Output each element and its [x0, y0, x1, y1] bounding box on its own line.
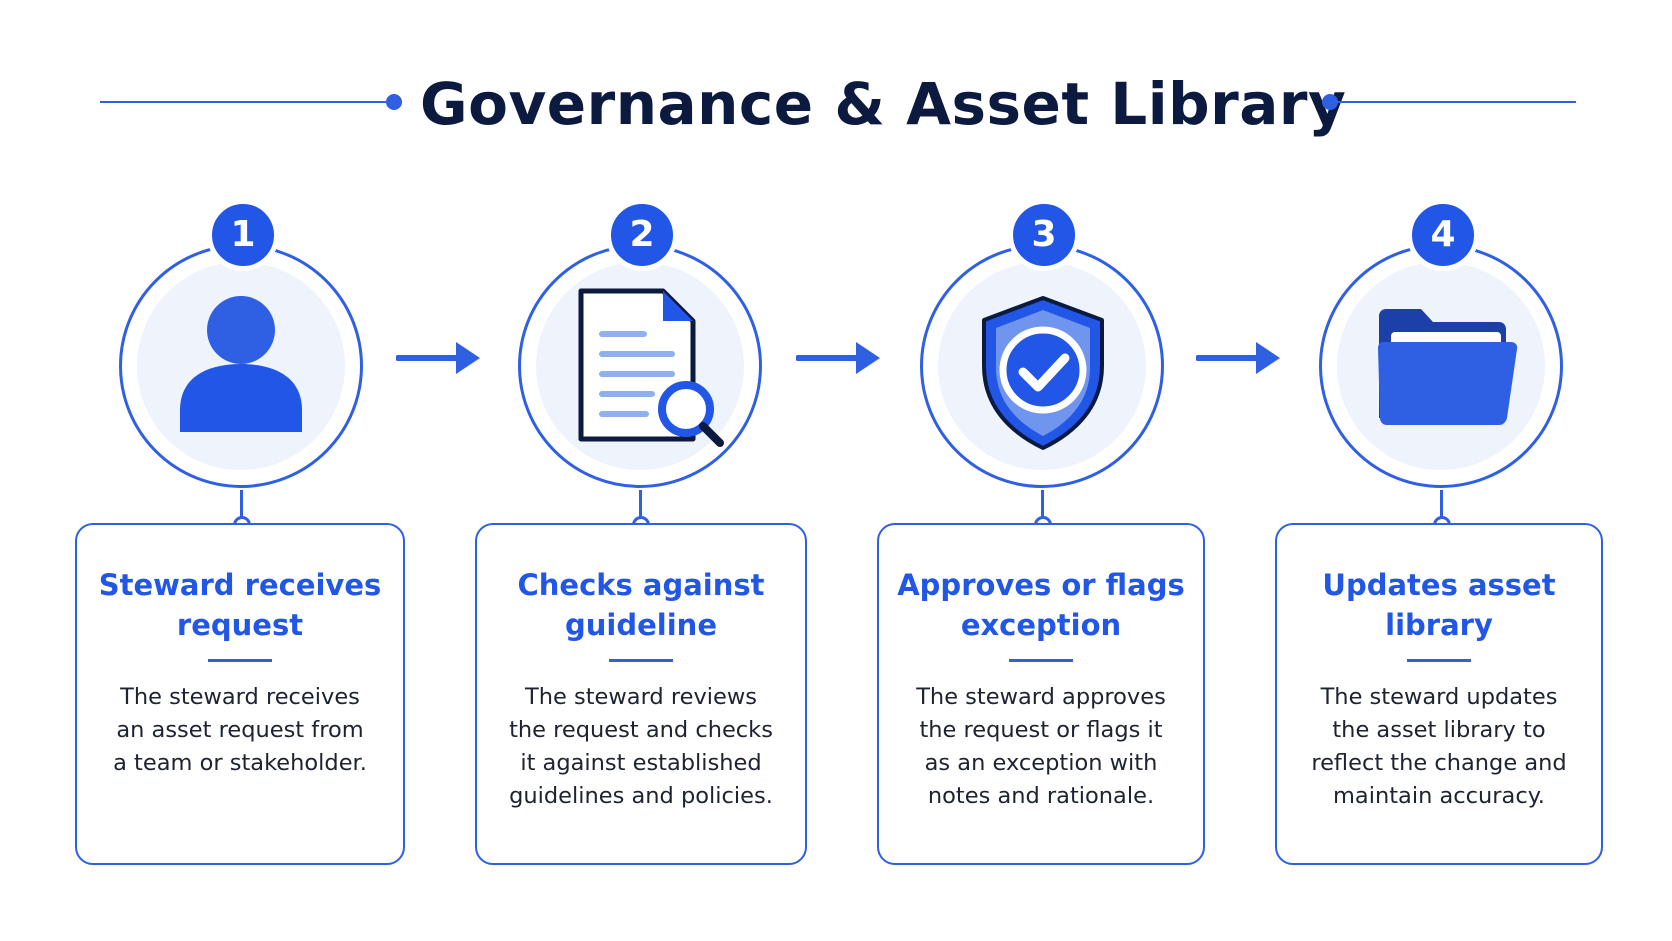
step-3-badge: 3 — [1008, 199, 1080, 271]
step-3-connector — [1041, 490, 1044, 520]
step-2-divider — [609, 659, 673, 662]
step-2-badge: 2 — [606, 199, 678, 271]
arrow-right-icon-3 — [1196, 342, 1280, 374]
step-3-divider — [1009, 659, 1073, 662]
document-search-icon — [578, 288, 724, 447]
step-3-card: Approves or flags exception The steward … — [877, 523, 1205, 865]
step-1-connector — [240, 490, 243, 520]
step-3-title: Approves or flags exception — [897, 568, 1185, 642]
step-4-badge: 4 — [1407, 199, 1479, 271]
step-2-card: Checks against guideline The steward rev… — [475, 523, 807, 865]
step-1-title: Steward receives request — [98, 568, 382, 642]
shield-check-icon — [982, 296, 1104, 450]
title-line-right — [1332, 101, 1576, 103]
step-4-divider — [1407, 659, 1471, 662]
step-1-badge: 1 — [207, 199, 279, 271]
title-line-left — [100, 101, 396, 103]
step-1-card: Steward receives request The steward rec… — [75, 523, 405, 865]
step-2-connector — [639, 490, 642, 520]
page-title: Governance & Asset Library — [420, 70, 1347, 138]
folder-icon — [1378, 309, 1518, 425]
step-2-description: The steward reviews the request and chec… — [509, 684, 773, 809]
title-dot-right — [1322, 94, 1338, 110]
arrow-right-icon-1 — [396, 342, 480, 374]
step-4-description: The steward updates the asset library to… — [1311, 684, 1567, 809]
step-1-divider — [208, 659, 272, 662]
step-4-card: Updates asset library The steward update… — [1275, 523, 1603, 865]
step-1-description: The steward receives an asset request fr… — [113, 684, 367, 776]
person-icon — [180, 296, 302, 432]
step-3-description: The steward approves the request or flag… — [916, 684, 1166, 809]
step-2-title: Checks against guideline — [517, 568, 765, 642]
title-dot-left — [386, 94, 402, 110]
arrow-right-icon-2 — [796, 342, 880, 374]
step-4-title: Updates asset library — [1322, 568, 1556, 642]
step-4-connector — [1440, 490, 1443, 520]
